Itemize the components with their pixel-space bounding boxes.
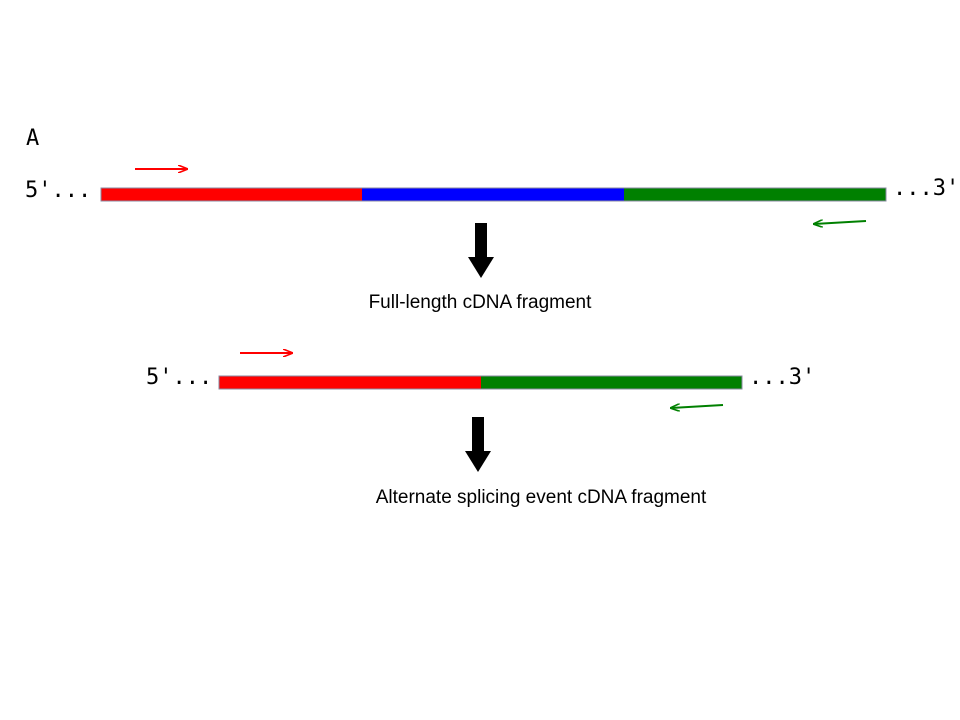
five-prime-label-alt: 5'... <box>146 365 212 390</box>
alternate-splicing-caption: Alternate splicing event cDNA fragment <box>376 487 707 508</box>
process-arrow-2 <box>465 417 491 472</box>
exon-2-segment-full <box>362 188 624 201</box>
exon-3-segment-full <box>624 188 886 201</box>
bar-outline-alt <box>218 375 743 390</box>
exon-1-segment-alt <box>219 376 481 389</box>
reverse-primer-arrow-alt <box>671 405 724 408</box>
exon-1-segment-full <box>101 188 362 201</box>
five-prime-label-full: 5'... <box>25 178 91 203</box>
three-prime-label-full: ...3' <box>893 176 959 201</box>
full-length-caption: Full-length cDNA fragment <box>369 292 593 313</box>
bar-outline-full <box>100 187 887 202</box>
process-arrow-1 <box>468 223 494 278</box>
alternate-splicing-bar <box>218 375 743 390</box>
panel-label: A <box>26 126 39 151</box>
exon-3-segment-alt <box>481 376 742 389</box>
three-prime-label-alt: ...3' <box>749 365 815 390</box>
reverse-primer-arrow-full <box>814 221 867 224</box>
full-length-bar <box>100 187 887 202</box>
